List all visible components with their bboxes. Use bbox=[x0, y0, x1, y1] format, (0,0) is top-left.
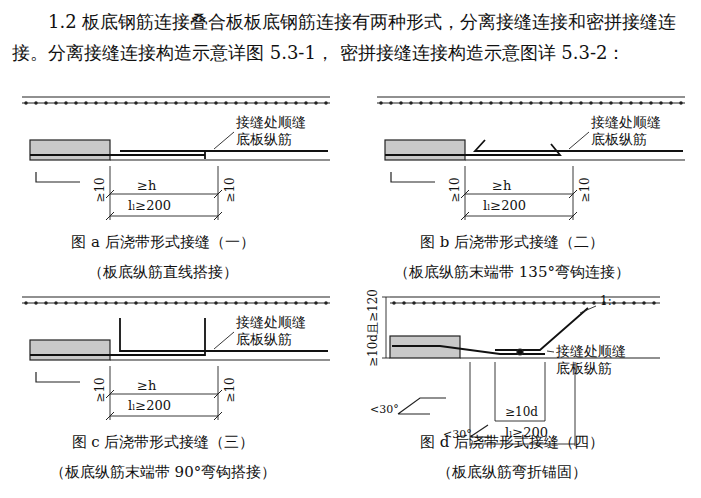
dimension-label: ≥h bbox=[137, 178, 156, 194]
bend-detail-1 bbox=[398, 398, 446, 414]
figure-a-base bbox=[22, 97, 330, 220]
dimension-label: ≥10 bbox=[93, 177, 107, 202]
figure-subcaption: （板底纵筋末端带 90°弯钩搭接） bbox=[50, 463, 276, 481]
dimension-label: lₗ≥200 bbox=[128, 198, 171, 214]
figure-b bbox=[377, 97, 685, 220]
figure-caption: 图 a 后浇带形式接缝（一） bbox=[71, 233, 254, 251]
rebar-label: 接缝处顺缝 底板纵筋 bbox=[236, 314, 312, 348]
dimension-label: ≥10 bbox=[448, 177, 462, 202]
dimension-label: ≥10 bbox=[93, 377, 107, 402]
figure-caption: 图 c 后浇带形式接缝（三） bbox=[72, 433, 255, 451]
figure-subcaption: （板底纵筋末端带 135°弯钩连接） bbox=[394, 263, 630, 281]
rebar-label: 接缝处顺缝 底板纵筋 bbox=[236, 114, 312, 148]
dimension-label: ≥h bbox=[137, 378, 156, 394]
section-paragraph: 1.2 板底钢筋连接叠合板板底钢筋连接有两种形式，分离接缝连接和密拼接缝连接。分… bbox=[12, 6, 698, 68]
dimension-label: ≥10 bbox=[223, 377, 237, 402]
figure-subcaption: （板底纵筋直线搭接） bbox=[88, 263, 238, 281]
figure-c-base bbox=[22, 297, 330, 420]
dimension-label: ≥h bbox=[492, 178, 511, 194]
figure-caption: 图 d 后浇带形式接缝（四） bbox=[420, 433, 604, 451]
dimension-label: ≥10 bbox=[223, 177, 237, 202]
top-rebar-dots bbox=[394, 301, 660, 305]
slope-mark bbox=[580, 306, 596, 313]
slab-top-lines bbox=[390, 297, 660, 303]
dimension-label: lₗ≥200 bbox=[483, 198, 526, 214]
height-dimension bbox=[382, 297, 390, 358]
dimension-label: ≥10 bbox=[578, 177, 592, 202]
slope-label: 1: bbox=[600, 294, 612, 308]
dimension-label: ≥10d bbox=[505, 405, 538, 419]
angle-label: <30° bbox=[370, 403, 399, 416]
rebar-dot bbox=[517, 349, 523, 355]
rebar-label: 接缝处顺缝 底板纵筋 bbox=[591, 114, 667, 148]
rebar-straight-lap bbox=[30, 151, 328, 159]
figure-d bbox=[382, 297, 660, 446]
rebar-label: 接缝处顺缝 底板纵筋 bbox=[556, 343, 632, 377]
figure-c bbox=[22, 297, 330, 420]
figure-b-base bbox=[377, 97, 685, 220]
leader-line bbox=[547, 351, 554, 352]
figure-subcaption: （板底纵筋弯折锚固） bbox=[437, 463, 587, 481]
dimension-label: ≥10d且≥120 bbox=[366, 289, 380, 367]
figure-caption: 图 b 后浇带形式接缝（二） bbox=[420, 233, 604, 251]
dimension-label: lₗ≥200 bbox=[128, 398, 171, 414]
